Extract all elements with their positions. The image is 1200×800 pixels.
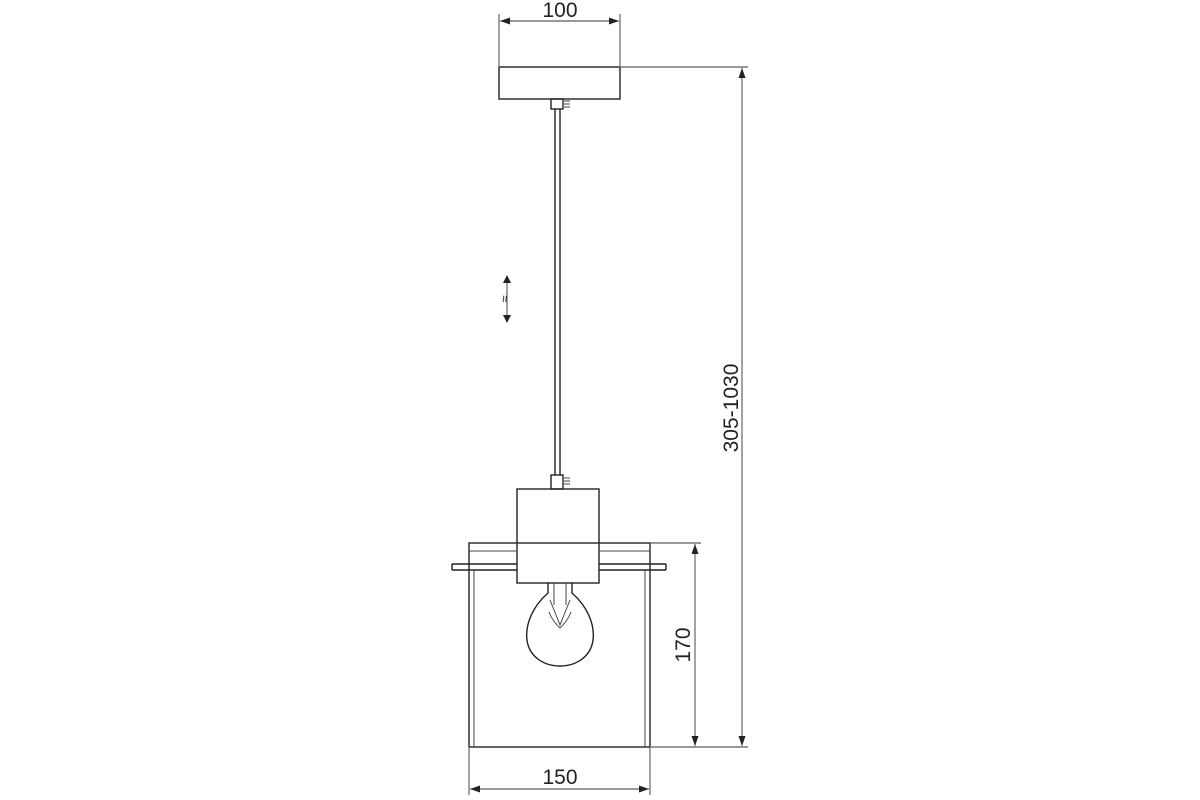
- adjustable-length-indicator: ≈: [497, 275, 512, 323]
- dimension-total-height: 305-1030: [621, 66, 748, 748]
- arrow-up-icon: [503, 275, 511, 283]
- shade-height-label: 170: [672, 627, 695, 662]
- dimension-shade-width: 150: [468, 748, 651, 795]
- suspension-cable: [554, 109, 561, 475]
- shade-width-label: 150: [542, 766, 577, 789]
- arrow-down-icon: [503, 315, 511, 323]
- canopy-width-label: 100: [542, 0, 577, 22]
- ceiling-canopy: [498, 66, 621, 110]
- total-height-label: 305-1030: [720, 364, 743, 453]
- light-bulb: [526, 583, 594, 667]
- adjustable-mark: ≈: [497, 295, 512, 302]
- dimension-shade-height: 170: [651, 542, 701, 746]
- lamp-holder: [451, 474, 667, 584]
- glass-shade: [468, 542, 651, 748]
- dimension-canopy-width: 100: [498, 0, 621, 66]
